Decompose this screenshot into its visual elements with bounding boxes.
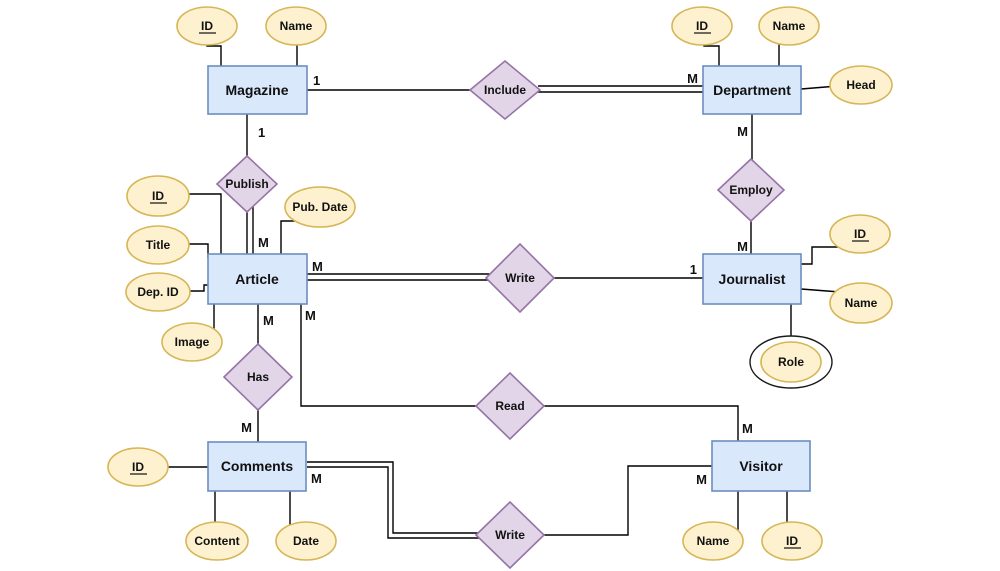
cardinality-magazine-publish: 1 — [258, 125, 265, 140]
cardinality-article-read: M — [305, 308, 316, 323]
entity-visitor[interactable]: Visitor — [711, 440, 811, 492]
cardinality-read-visitor: M — [742, 421, 753, 436]
cardinality-employ-journalist: M — [737, 239, 748, 254]
connector-article-id — [186, 193, 222, 254]
attribute-comments-date-label: Date — [293, 534, 319, 548]
cardinality-write-journalist: 1 — [690, 262, 697, 277]
relationship-write-comment-label: Write — [495, 528, 525, 542]
attribute-department-id[interactable]: ID — [671, 6, 733, 46]
entity-comments[interactable]: Comments — [207, 441, 307, 492]
attribute-journalist-name-label: Name — [845, 296, 878, 310]
cardinality-magazine-include: 1 — [313, 73, 320, 88]
connector-comments-write-line1 — [307, 461, 480, 534]
attribute-article-title-label: Title — [146, 238, 171, 252]
connector-read-visitor — [542, 405, 739, 441]
entity-magazine-label: Magazine — [225, 82, 288, 98]
cardinality-labels: 1 M 1 M M M M 1 M M M M M M — [241, 71, 753, 487]
attribute-comments-id[interactable]: ID — [107, 447, 169, 487]
relationship-write-article[interactable]: Write — [484, 242, 556, 314]
relationship-read[interactable]: Read — [474, 371, 546, 441]
attribute-magazine-id-label: ID — [201, 19, 213, 33]
attribute-journalist-role[interactable]: Role — [749, 335, 833, 389]
attribute-journalist-id-label: ID — [854, 227, 866, 241]
connector-write-visitor — [542, 465, 712, 536]
relationship-employ[interactable]: Employ — [716, 157, 786, 223]
attribute-comments-content-label: Content — [194, 534, 239, 548]
entity-department-label: Department — [713, 82, 791, 98]
attribute-visitor-name[interactable]: Name — [682, 521, 744, 561]
cardinality-publish-article: M — [258, 235, 269, 250]
attribute-article-id-label: ID — [152, 189, 164, 203]
entity-magazine[interactable]: Magazine — [207, 65, 308, 115]
attribute-article-depid-label: Dep. ID — [137, 285, 179, 299]
attribute-article-pubdate-label: Pub. Date — [292, 200, 348, 214]
attribute-magazine-name-label: Name — [280, 19, 313, 33]
relationship-publish-label: Publish — [225, 177, 268, 191]
attribute-comments-id-label: ID — [132, 460, 144, 474]
attribute-department-name-label: Name — [773, 19, 806, 33]
relationship-has[interactable]: Has — [222, 342, 294, 412]
entity-boxes: Magazine Department Article Journalist C… — [207, 65, 811, 492]
cardinality-has-comments: M — [241, 420, 252, 435]
attribute-article-title[interactable]: Title — [126, 225, 190, 265]
attribute-article-image[interactable]: Image — [161, 322, 223, 362]
entity-article[interactable]: Article — [207, 253, 308, 305]
entity-visitor-label: Visitor — [739, 458, 783, 474]
attribute-article-depid[interactable]: Dep. ID — [125, 272, 191, 312]
attribute-department-head-label: Head — [846, 78, 875, 92]
entity-department[interactable]: Department — [702, 65, 802, 115]
cardinality-include-department: M — [687, 71, 698, 86]
relationship-diamonds: Include Publish Employ Write Has Read Wr… — [215, 59, 786, 570]
attribute-visitor-id-label: ID — [786, 534, 798, 548]
connector-journalist-name — [800, 288, 841, 293]
relationship-write-comment[interactable]: Write — [474, 500, 546, 570]
connector-article-pubdate — [280, 220, 298, 254]
connections — [168, 42, 842, 539]
cardinality-article-has: M — [263, 313, 274, 328]
relationship-include-label: Include — [484, 83, 526, 97]
attribute-department-name[interactable]: Name — [758, 6, 820, 46]
entity-journalist-label: Journalist — [719, 271, 786, 287]
attribute-journalist-role-label: Role — [778, 355, 804, 369]
connector-journalist-id — [801, 246, 842, 265]
relationship-read-label: Read — [495, 399, 524, 413]
attribute-comments-content[interactable]: Content — [185, 521, 249, 561]
relationship-has-label: Has — [247, 370, 269, 384]
entity-article-label: Article — [235, 271, 279, 287]
relationship-publish[interactable]: Publish — [215, 154, 279, 214]
attribute-comments-date[interactable]: Date — [275, 521, 337, 561]
attribute-article-pubdate[interactable]: Pub. Date — [284, 186, 356, 228]
cardinality-comments-write: M — [311, 471, 322, 486]
attribute-journalist-name[interactable]: Name — [829, 282, 893, 324]
entity-comments-label: Comments — [221, 458, 294, 474]
entity-journalist[interactable]: Journalist — [702, 253, 802, 305]
attribute-article-image-label: Image — [175, 335, 210, 349]
connector-article-read — [300, 304, 478, 407]
cardinality-department-employ: M — [737, 124, 748, 139]
attribute-magazine-id[interactable]: ID — [176, 6, 238, 46]
attribute-visitor-id[interactable]: ID — [761, 521, 823, 561]
attribute-department-id-label: ID — [696, 19, 708, 33]
cardinality-article-write: M — [312, 259, 323, 274]
attributes: ID Name ID Name Head ID Title — [107, 6, 893, 561]
attribute-magazine-name[interactable]: Name — [265, 6, 327, 46]
attribute-visitor-name-label: Name — [697, 534, 730, 548]
relationship-write-article-label: Write — [505, 271, 535, 285]
attribute-article-id[interactable]: ID — [126, 175, 190, 217]
connector-comments-write-line2 — [307, 466, 480, 539]
relationship-employ-label: Employ — [729, 183, 773, 197]
relationship-include[interactable]: Include — [468, 59, 542, 121]
attribute-journalist-id[interactable]: ID — [829, 214, 891, 254]
attribute-department-head[interactable]: Head — [829, 65, 893, 105]
cardinality-write-visitor: M — [696, 472, 707, 487]
